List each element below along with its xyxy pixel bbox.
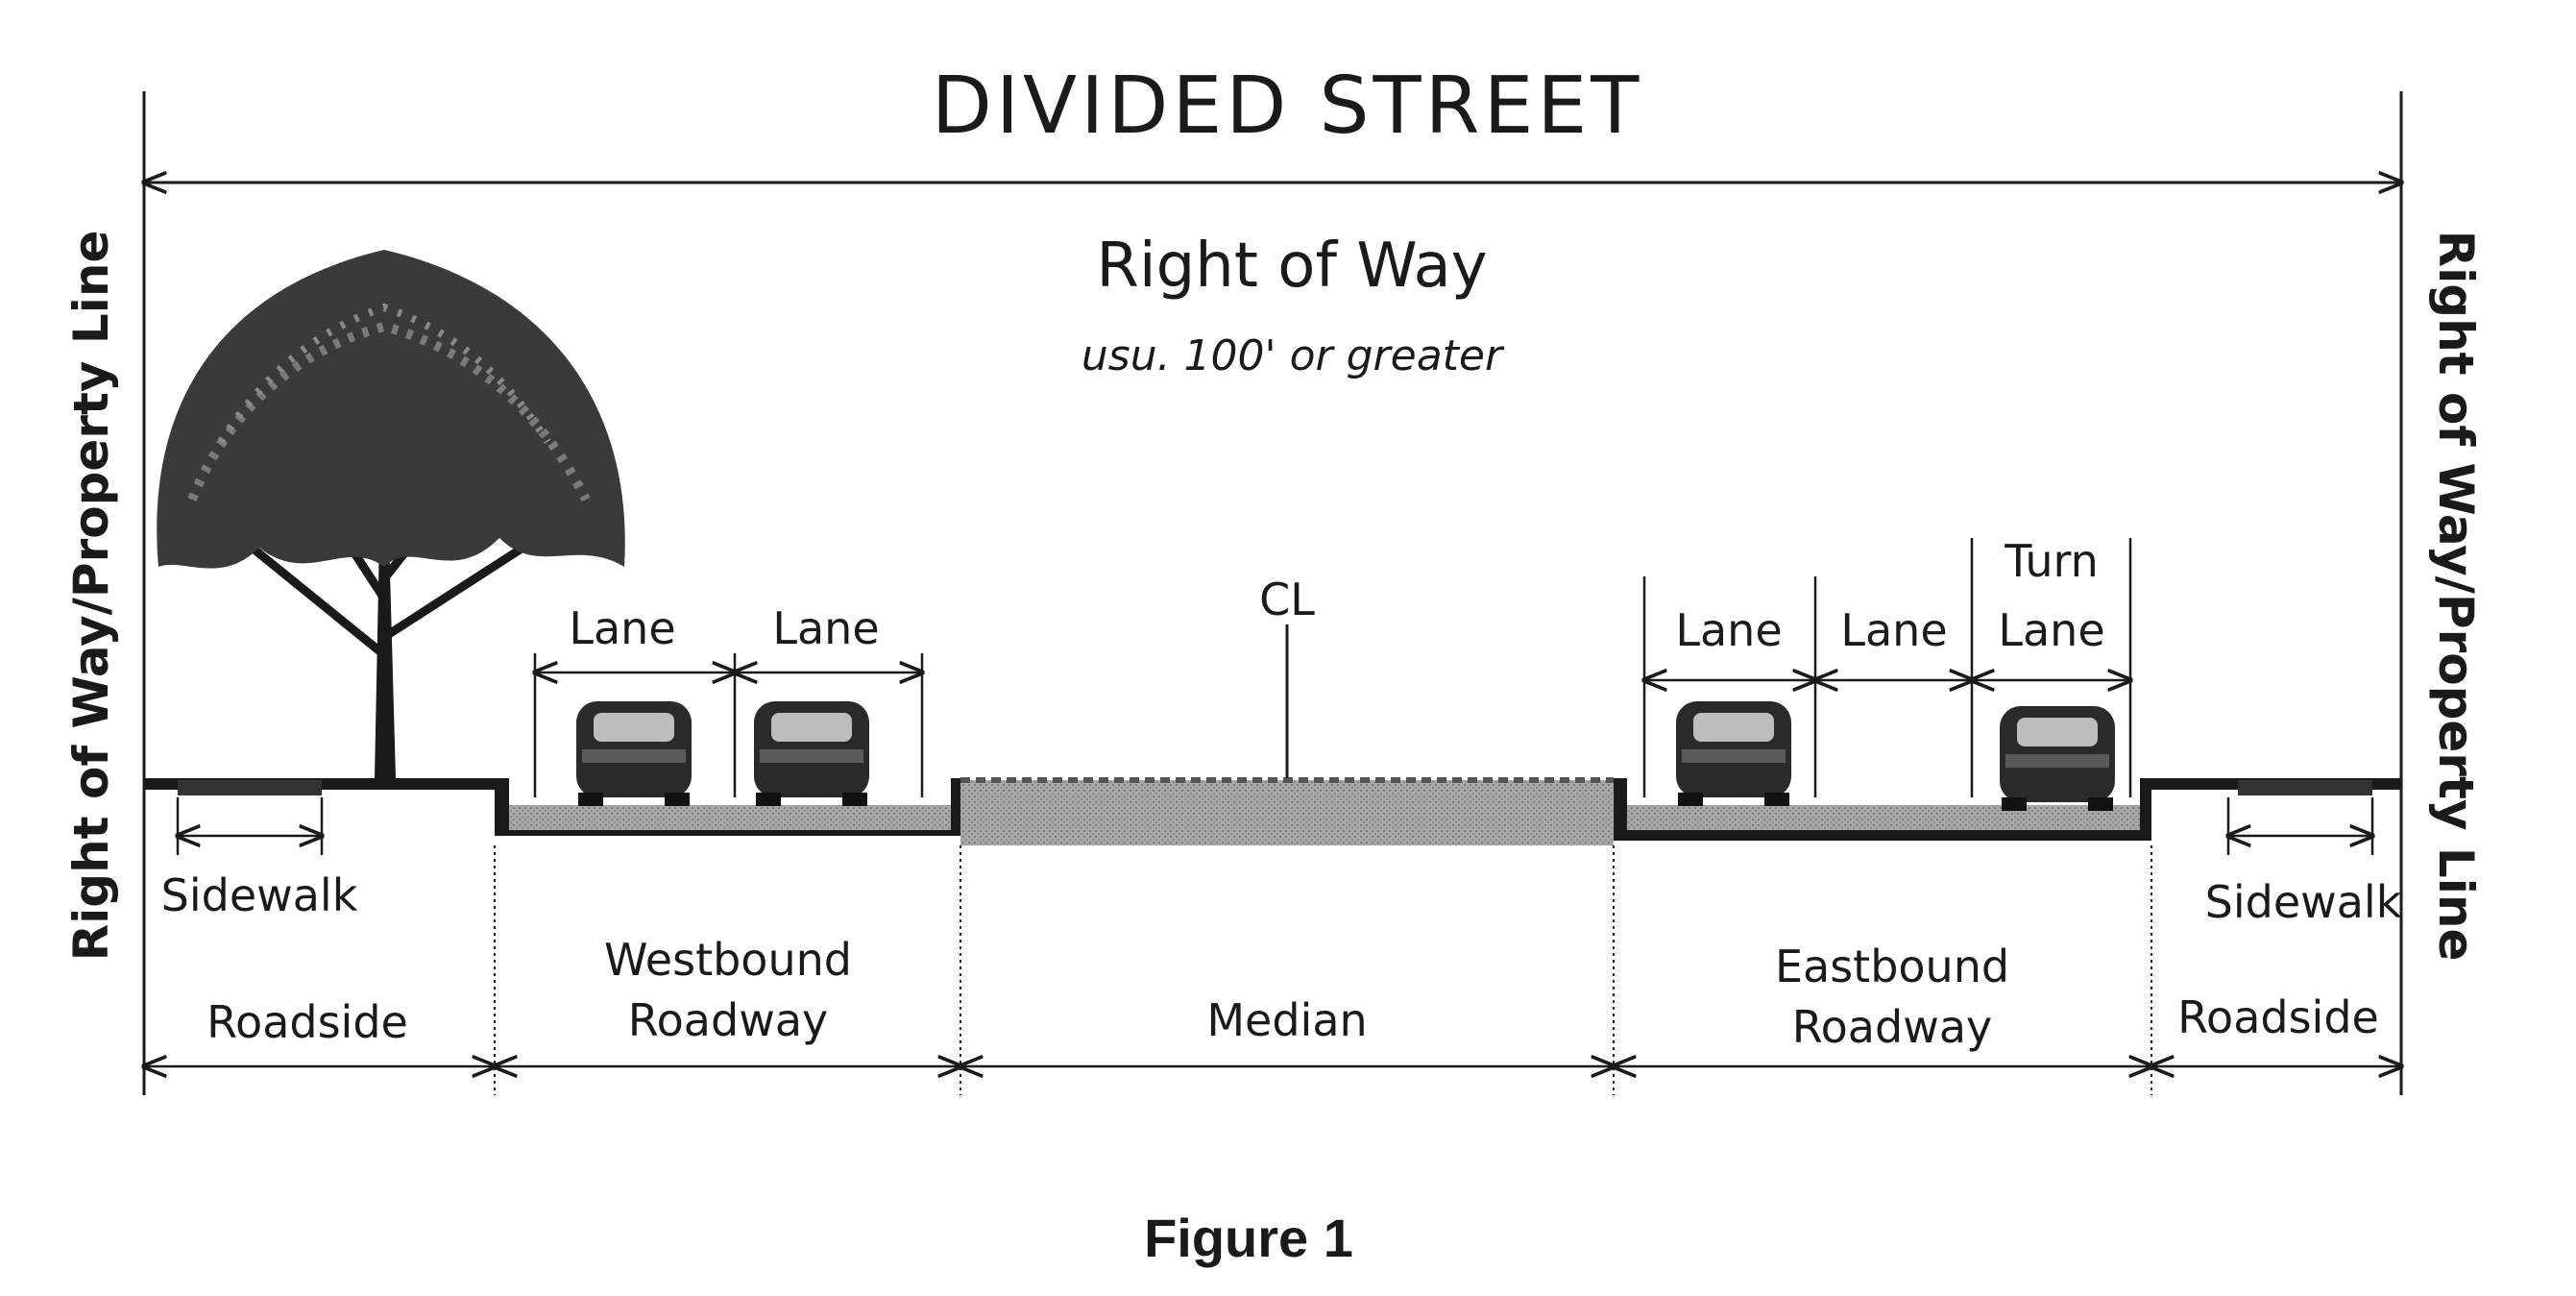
westbound-label-line1: Westbound <box>604 934 852 986</box>
westbound-car-2 <box>754 701 869 806</box>
figure-caption: Figure 1 <box>1144 1208 1353 1268</box>
property-line-label-right: Right of Way/Property Line <box>2428 231 2484 962</box>
diagram-title: DIVIDED STREET <box>932 61 1643 152</box>
centerline-symbol: CL <box>1259 574 1315 625</box>
eastbound-car-1 <box>1676 701 1791 806</box>
westbound-lane-2-label: Lane <box>772 602 879 654</box>
eastbound-lane-1-label: Lane <box>1675 604 1782 656</box>
westbound-car-1 <box>576 701 692 806</box>
right-of-way-note: usu. 100' or greater <box>1081 331 1505 380</box>
westbound-label-line2: Roadway <box>628 994 828 1046</box>
right-of-way-label: Right of Way <box>1096 231 1487 302</box>
turn-lane-car <box>2000 706 2115 811</box>
tree-illustration <box>157 250 625 778</box>
eastbound-label-line1: Eastbound <box>1775 941 2009 992</box>
eastbound-label-line2: Roadway <box>1792 1001 1992 1053</box>
sidewalk-left-label: Sidewalk <box>161 869 358 921</box>
turn-lane-label-line2: Lane <box>1998 604 2104 656</box>
eastbound-lane-2-label: Lane <box>1840 604 1947 656</box>
turn-lane-label-line1: Turn <box>2004 535 2099 587</box>
roadside-left-label: Roadside <box>207 996 408 1048</box>
property-line-label-left: Right of Way/Property Line <box>63 231 119 962</box>
street-cross-section <box>144 777 2401 845</box>
median-label: Median <box>1206 994 1367 1046</box>
westbound-lane-1-label: Lane <box>569 602 675 654</box>
roadside-right-label: Roadside <box>2177 991 2379 1043</box>
sidewalk-right-label: Sidewalk <box>2205 876 2402 928</box>
